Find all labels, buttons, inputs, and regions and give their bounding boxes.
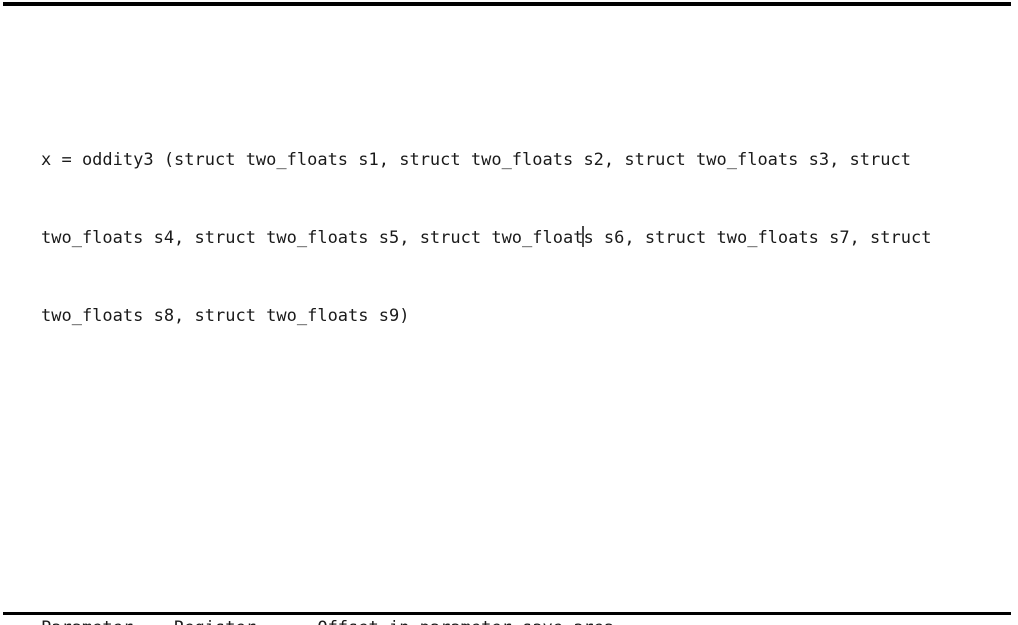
function-signature: x = oddity3 (struct two_floats s1, struc…	[41, 95, 931, 381]
parameter-table: Parameter Register Offset in parameter s…	[41, 563, 931, 625]
bottom-rule	[3, 612, 1011, 615]
signature-line-2-before-cursor: two_floats s4, struct two_floats s5, str…	[41, 228, 584, 248]
signature-line-2: two_floats s4, struct two_floats s5, str…	[41, 225, 931, 251]
signature-line-3: two_floats s8, struct two_floats s9)	[41, 303, 931, 329]
signature-line-1-text: x = oddity3 (struct two_floats s1, struc…	[41, 150, 911, 170]
text-cursor	[582, 226, 585, 247]
signature-line-3-text: two_floats s8, struct two_floats s9)	[41, 306, 410, 326]
column-header-offset: Offset in parameter save area	[317, 615, 931, 625]
document-text-area[interactable]: x = oddity3 (struct two_floats s1, struc…	[41, 17, 931, 625]
signature-line-2-after-cursor: s s6, struct two_floats s7, struct	[583, 228, 932, 248]
column-header-parameter: Parameter	[41, 615, 174, 625]
signature-line-1: x = oddity3 (struct two_floats s1, struc…	[41, 147, 931, 173]
top-rule	[3, 2, 1011, 6]
table-header-row: Parameter Register Offset in parameter s…	[41, 615, 931, 625]
column-header-register: Register	[174, 615, 317, 625]
blank-line	[41, 459, 931, 485]
